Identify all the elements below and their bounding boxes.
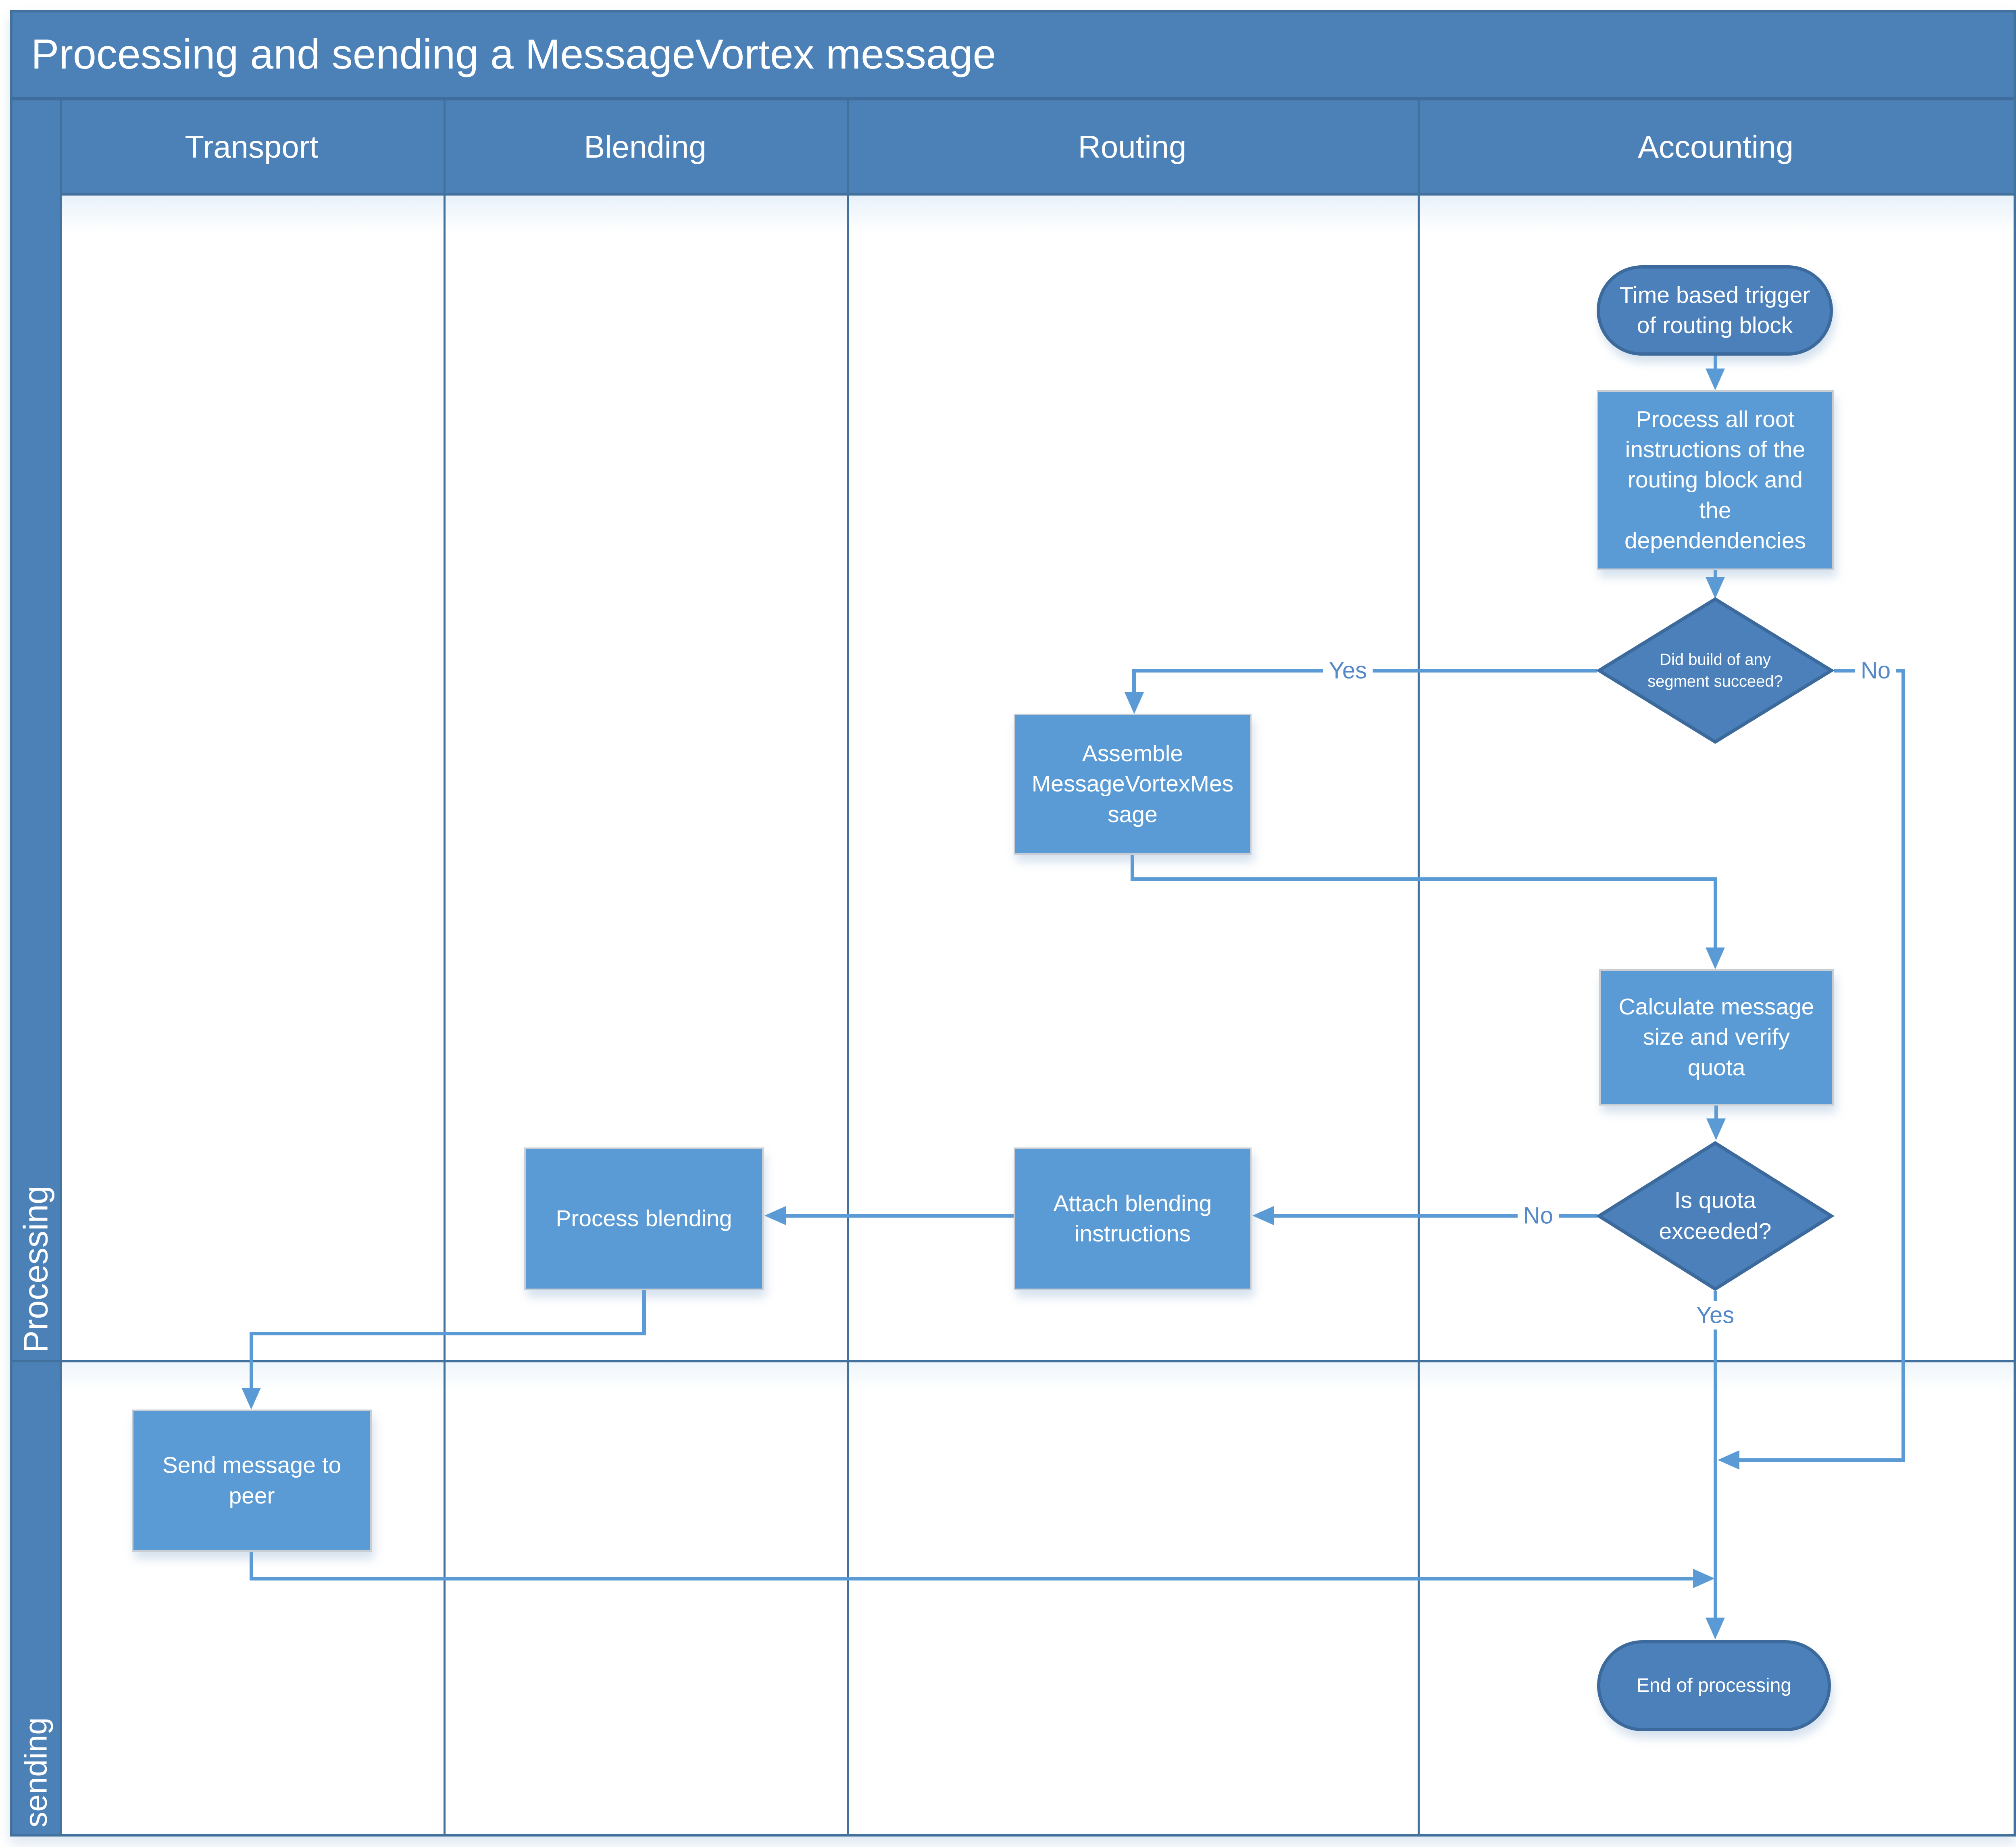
connector-blending-send-down (250, 1332, 253, 1389)
arrowhead-into-send (242, 1388, 261, 1410)
node-process-blending: Process blending (524, 1147, 764, 1290)
row-label-sending: sending (18, 1717, 54, 1828)
diamond-label: Did build of any segment succeed? (1647, 651, 1783, 690)
divider-strip-transport (60, 100, 62, 1834)
title-bar: Processing and sending a MessageVortex m… (12, 12, 2014, 97)
connector-calc-quota-line (1714, 1106, 1718, 1119)
lane-header-routing: Routing (1078, 129, 1187, 165)
connector-assemble-down (1131, 855, 1134, 881)
divider-routing-accounting (1418, 100, 1420, 1834)
row-label-processing: Processing (17, 1185, 55, 1353)
row-label-strip (12, 100, 60, 1834)
connector-quota-yes-line (1714, 1291, 1717, 1618)
edge-label-quota-yes: Yes (1690, 1301, 1740, 1330)
connector-build-yes-vertical (1132, 669, 1136, 694)
node-build-succeed-decision: Did build of any segment succeed? (1596, 597, 1835, 744)
arrowhead-into-build-decision (1706, 577, 1725, 599)
node-time-trigger: Time based trigger of routing block (1597, 265, 1833, 356)
arrowhead-into-blending (764, 1206, 786, 1225)
lane-gradient-2 (60, 1362, 2014, 1391)
connector-assemble-across (1131, 877, 1717, 881)
arrowhead-build-no-merge (1718, 1450, 1739, 1470)
node-calculate-size: Calculate message size and verify quota (1599, 969, 1834, 1106)
connector-send-across (250, 1577, 1695, 1580)
lane-header-blending: Blending (584, 129, 706, 165)
arrowhead-into-assemble (1125, 692, 1144, 714)
connector-build-no-return (1739, 1458, 1904, 1462)
connector-attach-blending-line (786, 1214, 1015, 1218)
arrowhead-into-calculate (1706, 947, 1725, 969)
divider-transport-blending (444, 100, 446, 1834)
page-title: Processing and sending a MessageVortex m… (31, 31, 996, 78)
edge-label-build-yes: Yes (1323, 656, 1373, 685)
title-separator (12, 97, 2014, 100)
node-end-of-processing: End of processing (1597, 1640, 1831, 1731)
header-bottom-line (60, 193, 2014, 196)
lane-header-accounting: Accounting (1638, 129, 1793, 165)
arrowhead-into-quota-decision (1706, 1118, 1726, 1140)
node-attach-blending: Attach blending instructions (1014, 1147, 1252, 1290)
arrowhead-send-merge (1693, 1569, 1715, 1588)
lane-header-transport: Transport (185, 129, 319, 165)
arrowhead-into-process-root (1706, 369, 1725, 390)
node-send-message: Send message to peer (132, 1410, 372, 1552)
node-process-root-instructions: Process all root instructions of the rou… (1597, 390, 1834, 570)
connector-blending-across (250, 1332, 646, 1335)
arrowhead-into-end (1706, 1618, 1725, 1639)
connector-quota-no-line (1274, 1214, 1597, 1218)
row-divider-line (12, 1360, 2014, 1362)
column-header-band (60, 100, 2014, 193)
diamond-label: Is quota exceeded? (1659, 1187, 1772, 1244)
edge-label-quota-no: No (1517, 1201, 1559, 1230)
connector-trigger-root-line (1714, 356, 1717, 370)
connector-assemble-calc-down (1714, 877, 1717, 948)
connector-build-no-vertical (1901, 669, 1905, 1462)
lane-gradient (60, 196, 2014, 232)
divider-blending-routing (847, 100, 849, 1834)
connector-send-down (250, 1552, 253, 1580)
connector-root-decision-line (1714, 570, 1717, 579)
arrowhead-into-attach (1252, 1206, 1274, 1225)
node-quota-decision: Is quota exceeded? (1596, 1141, 1835, 1291)
edge-label-build-no: No (1855, 656, 1897, 685)
connector-blending-down (642, 1290, 646, 1335)
node-assemble-message: Assemble MessageVortexMes sage (1014, 714, 1252, 855)
